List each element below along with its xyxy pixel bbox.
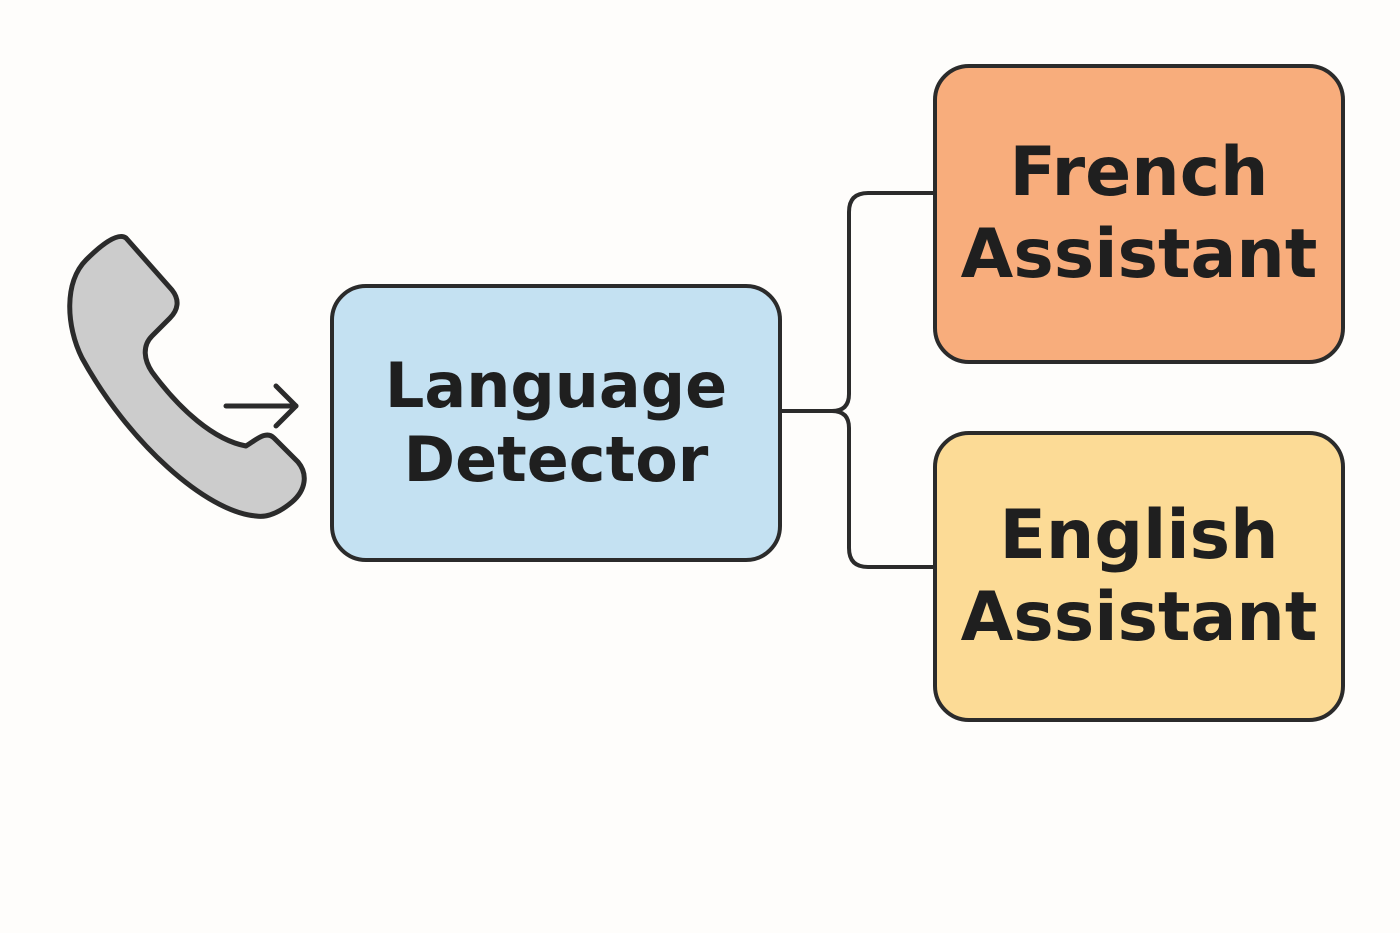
language-detector-label-line2: Detector <box>403 423 709 496</box>
language-detector-node: Language Detector <box>330 284 782 562</box>
english-assistant-label-line1: English <box>999 495 1279 575</box>
french-assistant-node: French Assistant <box>933 64 1345 364</box>
french-assistant-label-line2: Assistant <box>960 215 1318 294</box>
english-assistant-node: English Assistant <box>933 431 1345 722</box>
english-assistant-label-line2: Assistant <box>960 577 1318 657</box>
branch-connector <box>782 191 935 569</box>
phone-handset-icon <box>67 234 307 519</box>
french-assistant-label-line1: French <box>1009 133 1269 213</box>
arrow-right-icon <box>223 383 299 429</box>
language-detector-label-line1: Language <box>384 348 728 422</box>
